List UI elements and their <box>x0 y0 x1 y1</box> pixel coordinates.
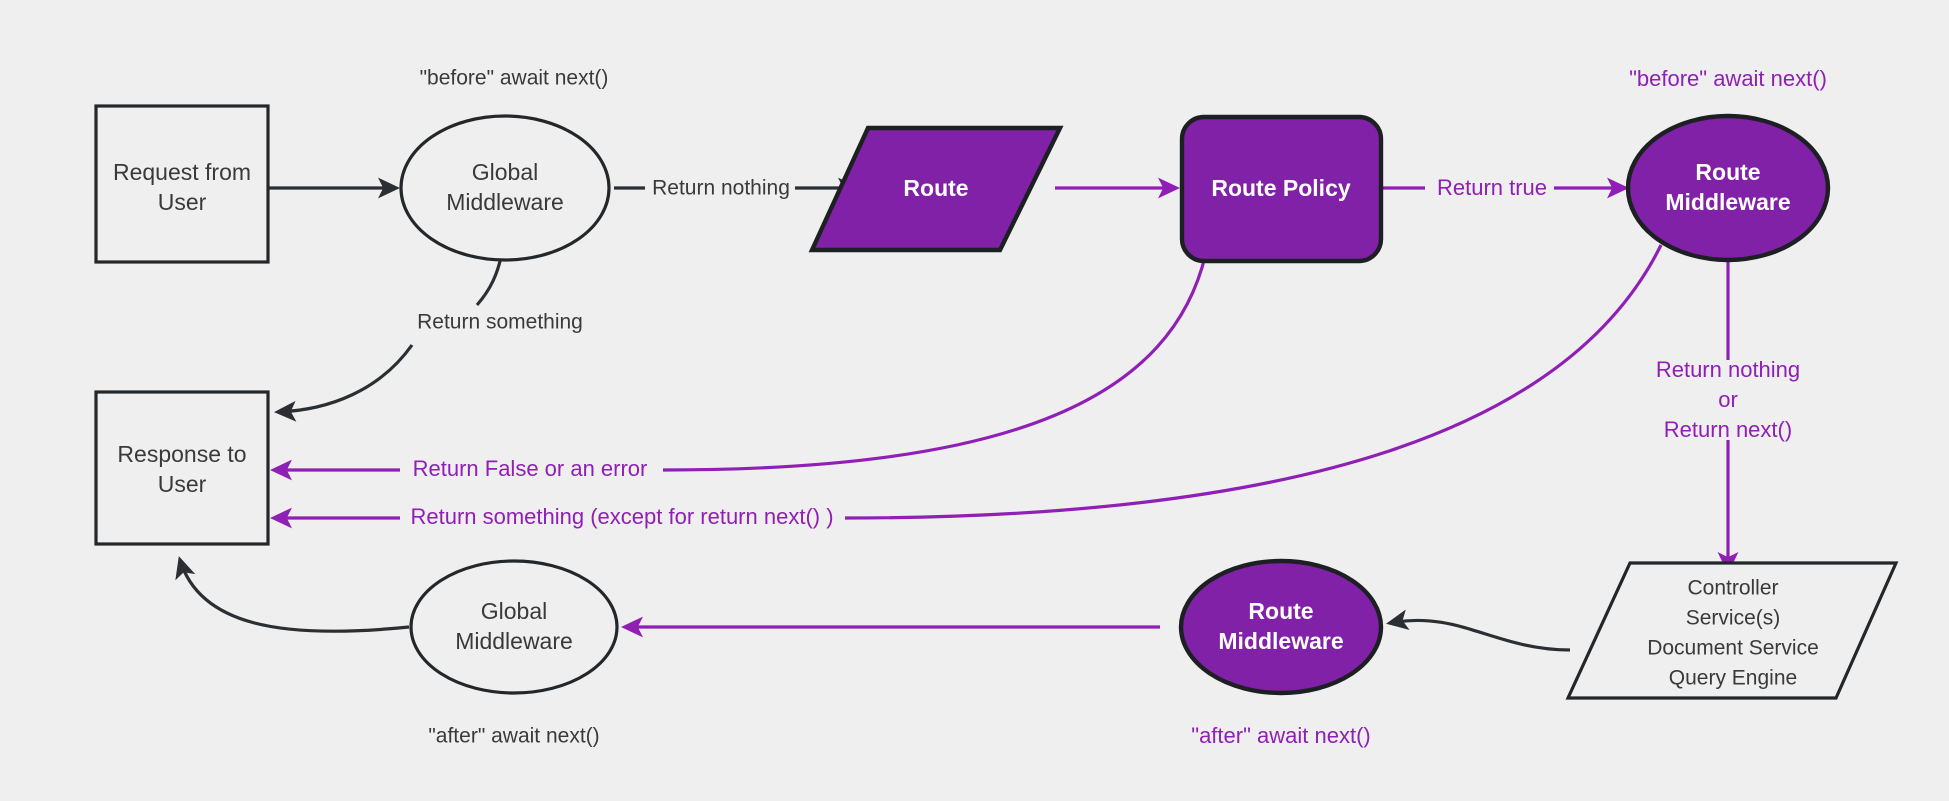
node-route-label: Route <box>903 175 968 201</box>
node-route-middleware-top-line1: Route <box>1695 159 1760 185</box>
edge-label-return-true: Return true <box>1437 175 1547 200</box>
edge-label-return-something-global: Return something <box>417 311 583 334</box>
node-controller-line1: Controller <box>1687 577 1778 600</box>
annotation-after-await-next-global: "after" await next() <box>428 725 599 748</box>
edge-label-return-nothing-or-next-line3: Return next() <box>1664 417 1792 442</box>
node-global-middleware-top-line2: Middleware <box>446 189 564 215</box>
edge-global-middleware-bottom-to-response <box>175 556 410 633</box>
annotation-before-await-next-global: "before" await next() <box>420 67 609 90</box>
node-controller-line3: Document Service <box>1647 637 1819 660</box>
node-global-middleware-top-line1: Global <box>472 159 538 185</box>
node-route[interactable] <box>808 125 1064 253</box>
node-global-middleware-bottom-line2: Middleware <box>455 628 573 654</box>
node-global-middleware-bottom-line1: Global <box>481 598 547 624</box>
annotation-before-await-next-route: "before" await next() <box>1629 66 1827 91</box>
edge-label-return-nothing-or-next-line1: Return nothing <box>1656 357 1800 382</box>
node-route-middleware-top[interactable] <box>1625 113 1831 263</box>
edge-global-middleware-to-response-seg2 <box>274 344 414 422</box>
edge-label-return-nothing-or-next-line2: or <box>1718 387 1738 412</box>
node-route-middleware-bottom-line1: Route <box>1248 598 1313 624</box>
node-route-policy-label: Route Policy <box>1211 175 1351 201</box>
node-response-to-user-line1: Response to <box>117 441 246 467</box>
edge-controller-to-route-middleware-bottom <box>1386 609 1571 652</box>
node-route-policy[interactable] <box>1179 114 1384 264</box>
node-request-from-user[interactable] <box>94 104 270 264</box>
node-request-from-user-line1: Request from <box>113 159 251 185</box>
node-route-middleware-bottom-line2: Middleware <box>1218 628 1343 654</box>
node-response-to-user[interactable] <box>94 390 270 546</box>
edge-route-policy-to-response <box>662 247 1209 472</box>
node-global-middleware-top[interactable] <box>399 114 611 262</box>
edge-label-return-nothing: Return nothing <box>652 177 790 200</box>
node-controller-services[interactable] <box>1565 561 1899 700</box>
node-request-from-user-line2: User <box>158 189 207 215</box>
node-controller-line2: Service(s) <box>1686 607 1781 630</box>
node-global-middleware-bottom[interactable] <box>409 559 619 695</box>
node-route-middleware-bottom[interactable] <box>1178 558 1384 696</box>
edge-label-return-false-or-error: Return False or an error <box>413 456 648 481</box>
node-route-middleware-top-line2: Middleware <box>1665 189 1790 215</box>
edge-label-return-something-except-next: Return something (except for return next… <box>410 504 833 529</box>
edge-route-middleware-to-response <box>844 244 1663 520</box>
node-controller-line4: Query Engine <box>1669 667 1797 690</box>
annotation-after-await-next-route: "after" await next() <box>1191 723 1370 748</box>
node-response-to-user-line2: User <box>158 471 207 497</box>
